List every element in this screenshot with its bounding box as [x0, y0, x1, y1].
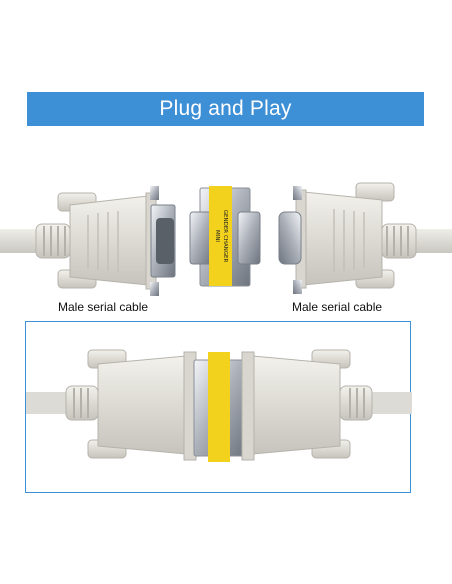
separated-connectors-image: MINI GENDER CHANGER [0, 182, 452, 296]
assembled-right-cable [241, 349, 412, 461]
assembled-connection-frame [25, 321, 412, 493]
adapter-label-line1: MINI [214, 230, 220, 242]
assembled-adapter [193, 352, 247, 462]
assembled-connectors-image [26, 349, 412, 462]
left-cable-caption: Male serial cable [58, 300, 149, 314]
left-male-cable [0, 186, 176, 296]
right-cable-caption: Male serial cable [292, 300, 383, 314]
mini-gender-changer-adapter: MINI GENDER CHANGER [189, 186, 261, 287]
right-male-cable [278, 182, 452, 294]
banner-title: Plug and Play [159, 97, 292, 120]
assembled-left-cable [26, 349, 197, 461]
adapter-label-line2: GENDER CHANGER [222, 210, 228, 263]
plug-and-play-banner: Plug and Play [27, 92, 424, 126]
